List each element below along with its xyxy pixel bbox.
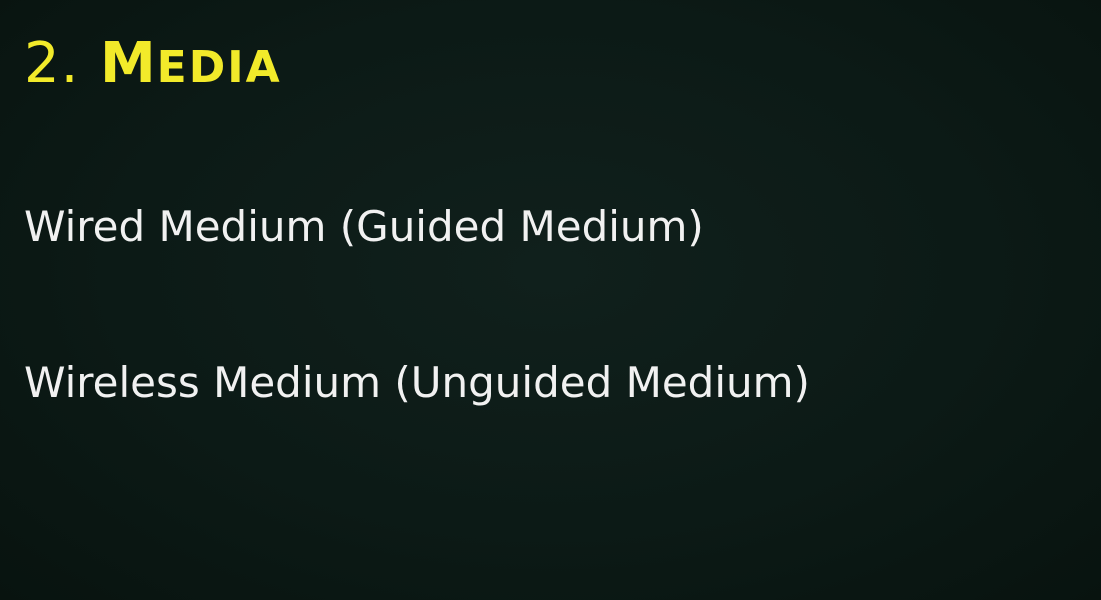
title-initial: M — [99, 31, 157, 96]
slide-title: 2. MEDIA — [24, 30, 282, 97]
bullet-wired-medium: Wired Medium (Guided Medium) — [24, 202, 704, 251]
title-rest: EDIA — [156, 42, 282, 93]
bullet-wireless-medium: Wireless Medium (Unguided Medium) — [24, 358, 810, 407]
title-number: 2. — [24, 31, 80, 96]
